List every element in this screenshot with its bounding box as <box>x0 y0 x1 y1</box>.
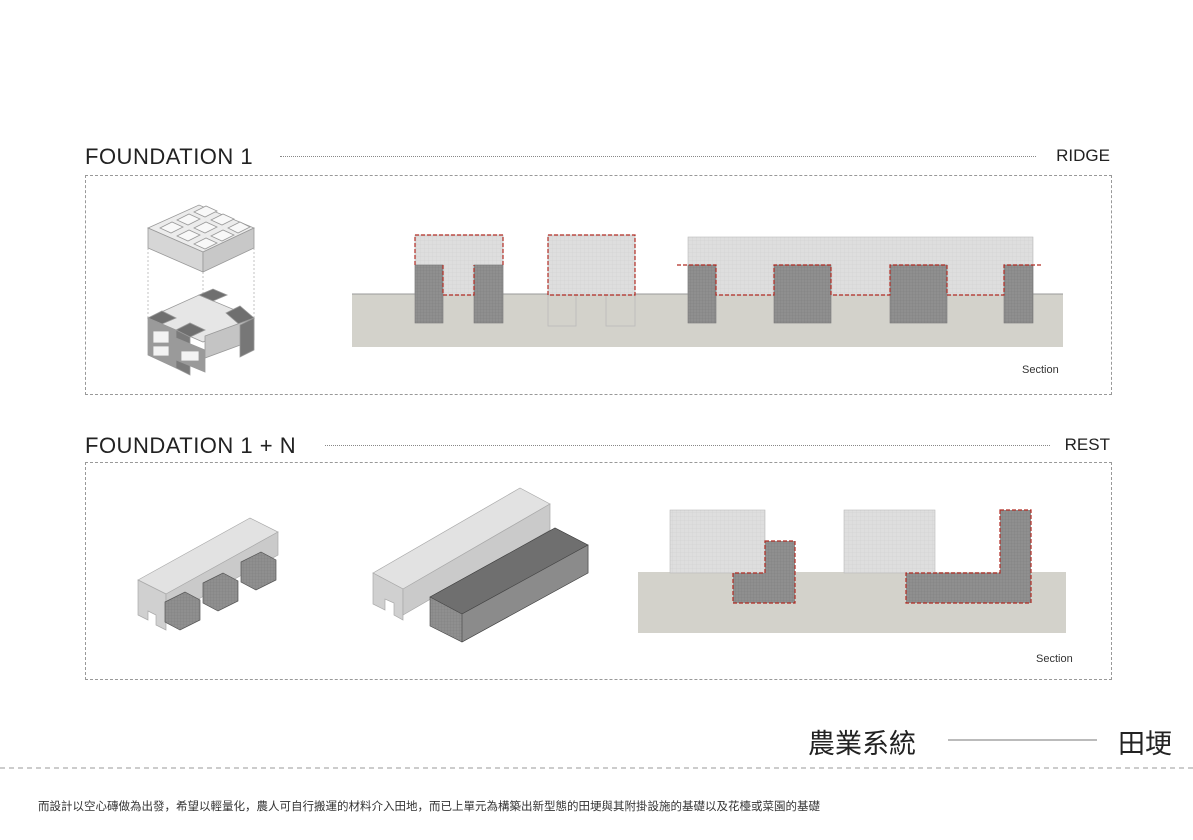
ridge-tag: RIDGE <box>1056 146 1110 165</box>
foundation-1-panel <box>85 175 1112 395</box>
section-label: Section <box>1022 364 1059 376</box>
iso-rest-multi-row <box>372 487 589 643</box>
foundation-1n-panel <box>85 462 1112 680</box>
iso-block-grid-top <box>147 204 255 273</box>
iso-block-grid-bottom <box>147 288 255 376</box>
title-divider <box>325 445 1050 446</box>
heading-agriculture-system: 農業系統 <box>808 729 916 760</box>
ridge-block-b <box>547 234 636 327</box>
title-divider <box>280 156 1036 157</box>
foundation-1-title: FOUNDATION 1 <box>85 144 254 169</box>
rest-block-left <box>669 509 796 604</box>
ridge-block-c <box>677 236 1043 324</box>
ridge-block-a <box>414 234 504 324</box>
description-text: 而設計以空心磚做為出發，希望以輕量化，農人可自行搬運的材料介入田地，而已上單元為… <box>38 799 820 813</box>
heading-field-ridge: 田埂 <box>1118 729 1172 760</box>
section-label: Section <box>1036 653 1073 665</box>
iso-rest-single-row <box>137 517 279 631</box>
rest-tag: REST <box>1064 435 1110 454</box>
foundation-1n-title: FOUNDATION 1 + N <box>85 433 297 458</box>
rest-block-right <box>843 509 1032 604</box>
